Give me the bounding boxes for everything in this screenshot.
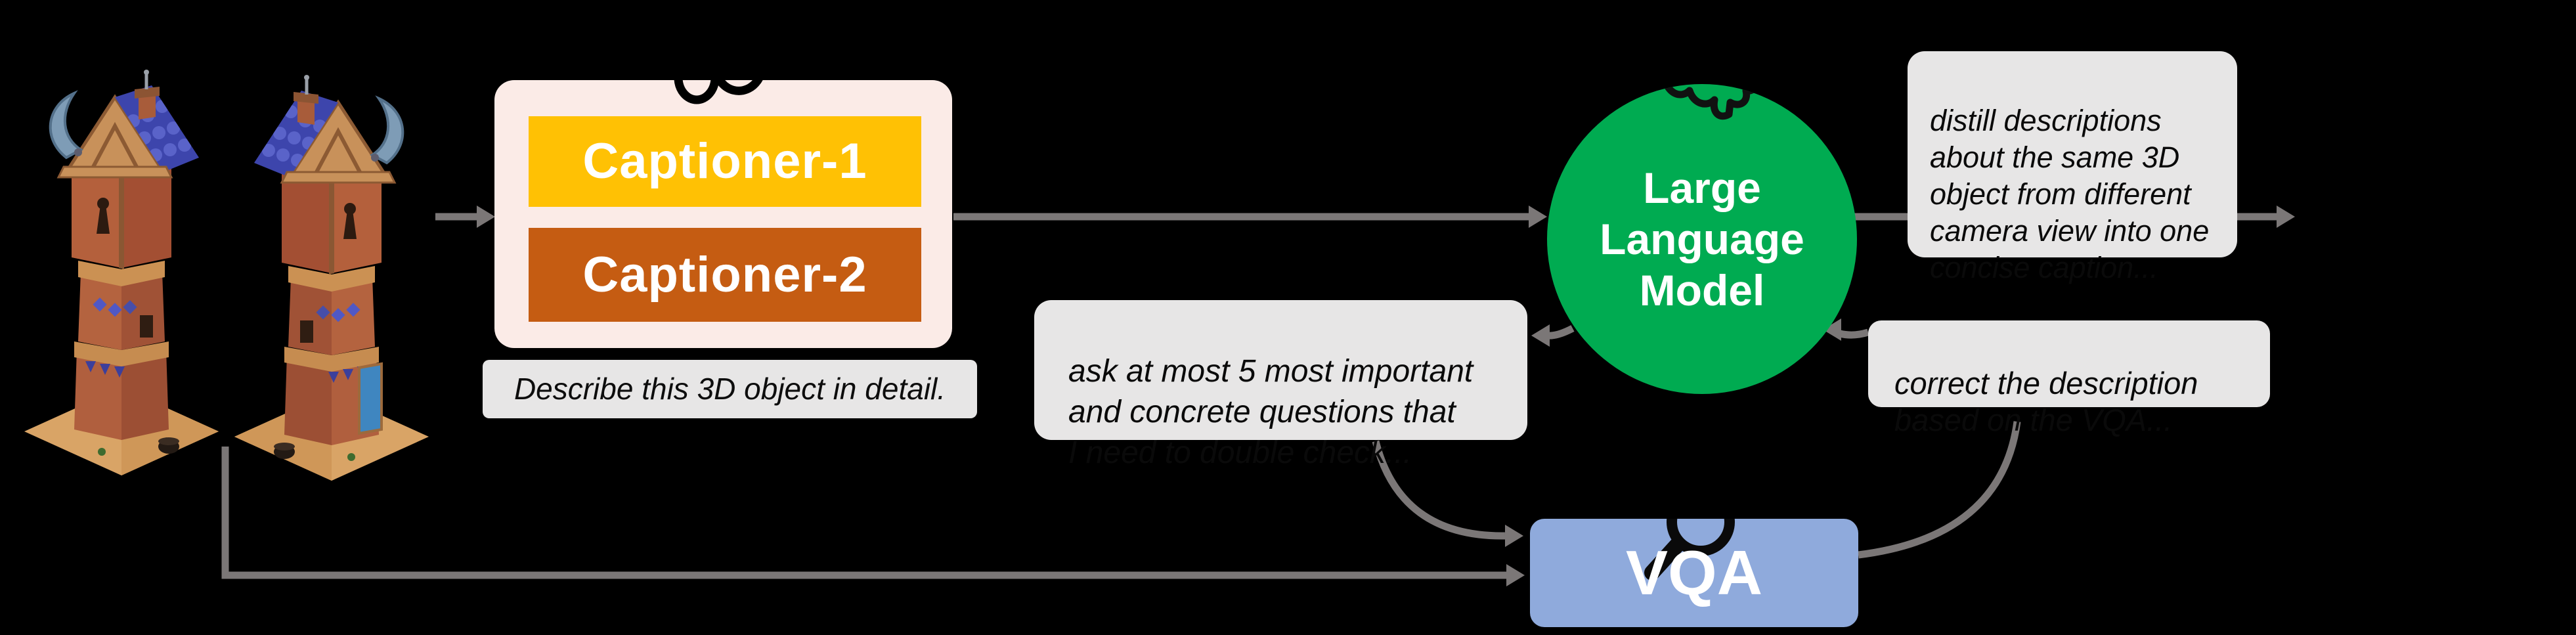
- arrowhead-correct-to-llm: [1823, 318, 1841, 341]
- arrowhead-ask-to-vqa: [1505, 525, 1523, 547]
- arrow-llm-to-ask: [1548, 325, 1575, 339]
- captioner-1-node: Captioner-1: [529, 116, 921, 207]
- arrow-input-to-vqa: [221, 447, 1506, 579]
- vqa-node: VQA: [1530, 519, 1858, 627]
- curve-ask-to-vqa: [1372, 440, 1506, 540]
- magnifying-glass-icon: [1644, 519, 1735, 580]
- tower-door: [358, 362, 383, 435]
- correct-text: correct the description based on the VQA…: [1894, 366, 2198, 437]
- arrowhead-captioner-to-llm: [1529, 206, 1547, 228]
- ask-text: ask at most 5 most important and concret…: [1068, 354, 1474, 470]
- arrowhead-input-to-captioner: [477, 206, 495, 228]
- glasses-icon: [674, 80, 763, 104]
- arrowhead-input-to-vqa: [1506, 564, 1525, 586]
- llm-node: Large Language Model: [1547, 84, 1857, 394]
- curve-vqa-to-correct: [1858, 421, 2021, 559]
- captioner-2-label: Captioner-2: [582, 247, 867, 303]
- arrow-correct-to-llm: [1839, 328, 1869, 339]
- prompt-text: Describe this 3D object in detail.: [513, 372, 946, 406]
- vqa-label: VQA: [1625, 538, 1763, 608]
- 3d-object-views: [23, 60, 430, 484]
- distill-text: distill descriptions about the same 3D o…: [1930, 104, 2210, 284]
- captioner-1-label: Captioner-1: [582, 133, 867, 189]
- tower-view-1: [24, 70, 219, 475]
- captioner-2-node: Captioner-2: [529, 228, 921, 322]
- arrowhead-llm-to-ask: [1531, 324, 1550, 347]
- ask-callout: ask at most 5 most important and concret…: [1034, 300, 1527, 470]
- arrowhead-llm-to-output: [2277, 206, 2295, 228]
- distill-callout: distill descriptions about the same 3D o…: [1908, 51, 2237, 284]
- captioner-panel: Captioner-1 Captioner-2: [494, 80, 952, 348]
- llm-label: Large Language Model: [1600, 164, 1804, 315]
- correct-callout: correct the description based on the VQA…: [1868, 320, 2270, 437]
- brain-icon: [1662, 84, 1761, 120]
- tower-view-2: [234, 75, 429, 481]
- prompt-box: Describe this 3D object in detail.: [483, 360, 977, 418]
